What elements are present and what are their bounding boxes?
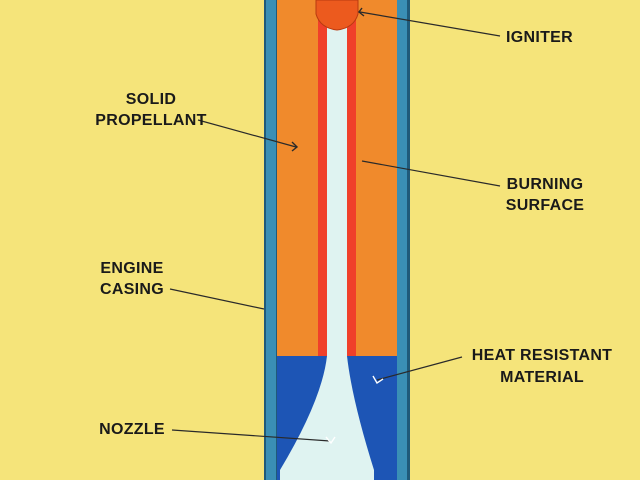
label-igniter: IGNITER — [506, 29, 573, 46]
nozzle-leader — [171, 429, 331, 442]
label-burning: BURNING — [507, 176, 584, 193]
igniter-leader — [359, 11, 501, 37]
casing-leader — [169, 288, 265, 310]
label-casing: CASING — [100, 281, 164, 298]
label-propellant: PROPELLANT — [95, 112, 206, 129]
core-channel-shape — [280, 0, 374, 480]
igniter-arrow-tick — [358, 7, 365, 17]
label-surface: SURFACE — [506, 197, 585, 214]
burning-leader — [361, 160, 501, 187]
propellant-leader — [197, 119, 297, 148]
burning-surface-left — [318, 0, 328, 356]
label-heat-resistant: HEAT RESISTANT — [472, 347, 613, 364]
burning-surface-right — [346, 0, 356, 356]
label-nozzle: NOZZLE — [99, 421, 165, 438]
label-engine: ENGINE — [100, 260, 163, 277]
heat-resistant-leader — [376, 356, 463, 381]
casing-inner-stripe-right — [397, 0, 407, 480]
heat-arrow-tick — [372, 375, 384, 384]
igniter-shape — [315, 0, 359, 31]
nozzle-arrow-tick — [325, 436, 336, 445]
propellant-arrow-tick — [291, 141, 299, 152]
label-material: MATERIAL — [500, 369, 584, 386]
casing-inner-stripe-left — [266, 0, 276, 480]
label-solid: SOLID — [126, 91, 176, 108]
